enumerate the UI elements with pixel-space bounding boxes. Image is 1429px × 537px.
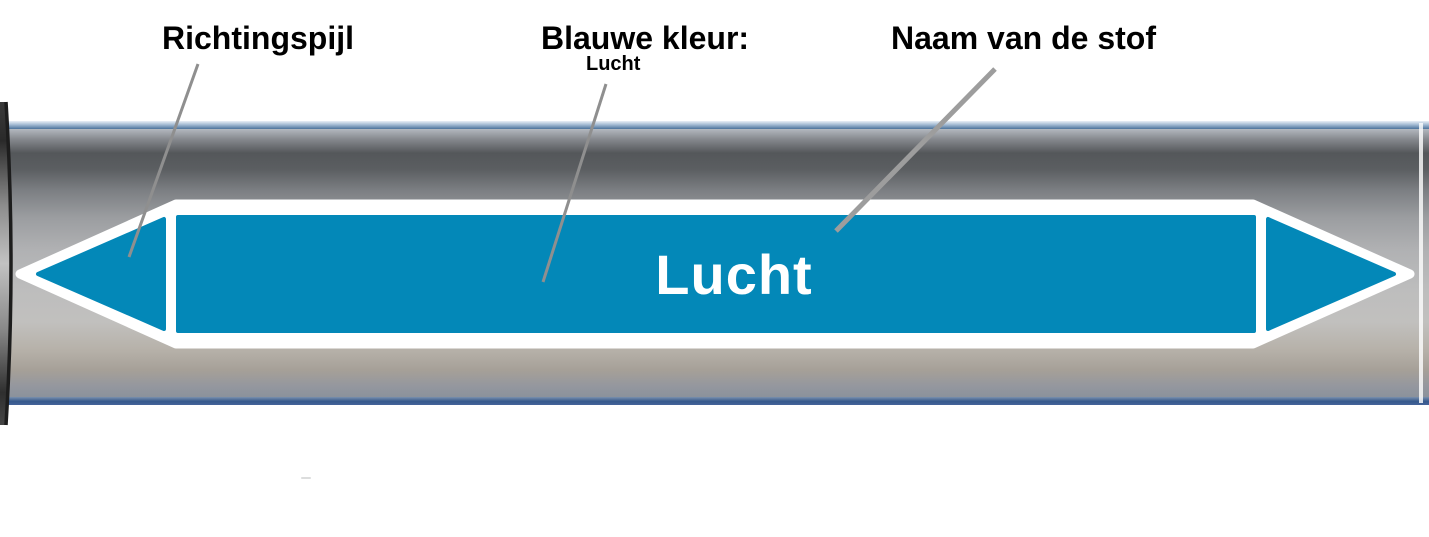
faint-artifact xyxy=(301,477,311,479)
right-arrow-icon xyxy=(1266,217,1396,331)
annotation-blauwe-kleur-title: Blauwe kleur: xyxy=(541,20,750,56)
leader-line-richtingspijl xyxy=(127,63,200,258)
pipe-bottom-edge xyxy=(0,397,1429,405)
leader-line-blauwe-kleur xyxy=(541,83,608,283)
substance-name-label: Lucht xyxy=(655,242,813,306)
pipe-coupling-left xyxy=(0,101,13,426)
pipe-top-edge xyxy=(0,121,1429,129)
pipe-marker xyxy=(15,199,1415,349)
leader-line-naam xyxy=(834,67,997,233)
annotation-blauwe-kleur-value: Lucht xyxy=(586,53,641,75)
marker-band xyxy=(176,215,1256,333)
pipe-right-seam xyxy=(1419,123,1423,403)
annotation-richtingspijl: Richtingspijl xyxy=(162,20,354,56)
annotation-naam-van-de-stof: Naam van de stof xyxy=(891,20,1156,56)
